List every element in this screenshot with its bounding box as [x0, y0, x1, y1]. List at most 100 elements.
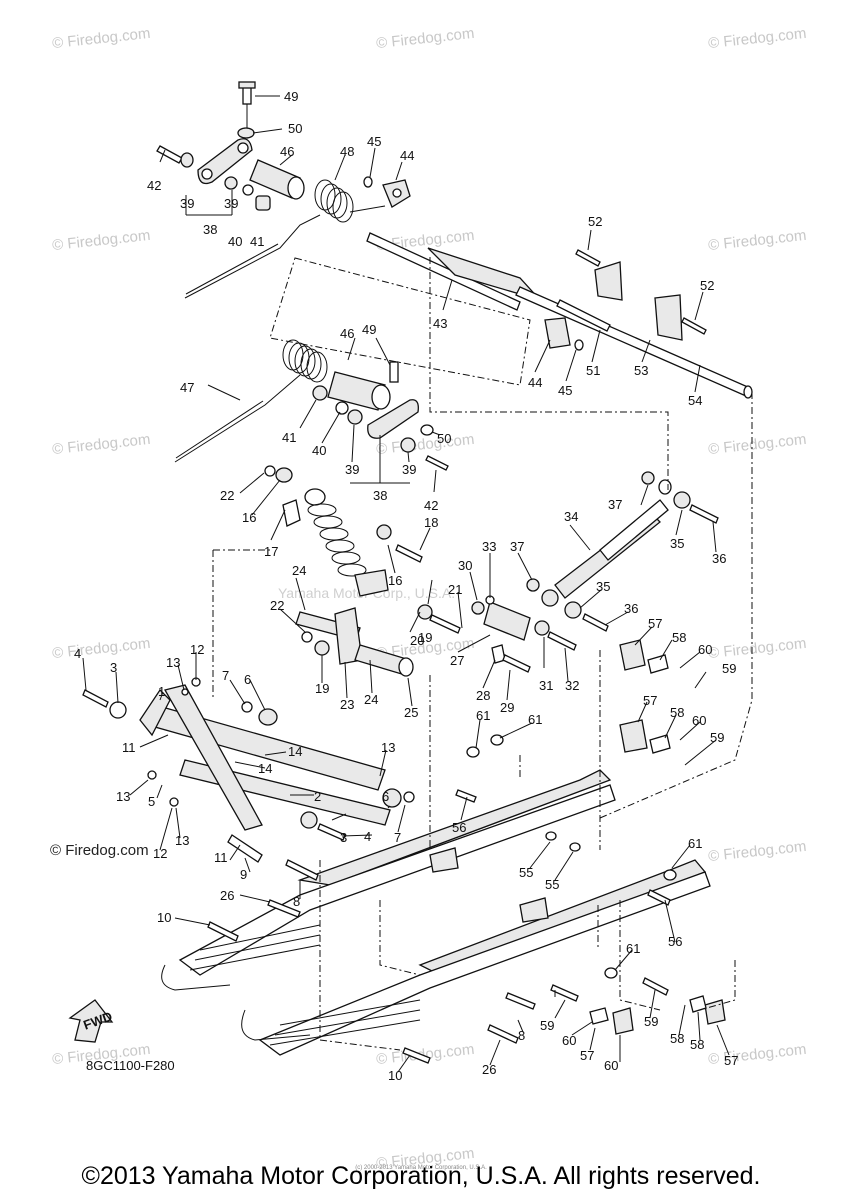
- exploded-parts-drawing: FWD: [68, 81, 753, 1083]
- part-number-label: 60: [604, 1058, 618, 1073]
- part-number-label: 61: [626, 941, 640, 956]
- part-number-label: 54: [688, 393, 702, 408]
- collar-35-upper: [673, 491, 691, 509]
- part-number-label: 1: [158, 684, 165, 699]
- part-number-label: 39: [402, 462, 416, 477]
- washer-40: [242, 184, 254, 196]
- part-number-label: 59: [710, 730, 724, 745]
- collar-41-lower: [312, 385, 328, 401]
- part-number-label: 40: [228, 234, 242, 249]
- part-number-label: 5: [148, 794, 155, 809]
- nut-22-lower: [301, 631, 313, 643]
- part-number-label: 60: [698, 642, 712, 657]
- part-number-label: 53: [634, 363, 648, 378]
- rail-bolts: [207, 734, 677, 1064]
- part-number-label: 41: [282, 430, 296, 445]
- washer-7-lower: [403, 791, 415, 803]
- center-bracket-group: [295, 595, 577, 677]
- part-number-label: 38: [373, 488, 387, 503]
- grease-nipple-13: [181, 688, 189, 696]
- bolt-29: [502, 654, 531, 673]
- part-number-label: 59: [722, 661, 736, 676]
- nut-14: [147, 770, 157, 780]
- part-number-label: 23: [340, 697, 354, 712]
- callout-leaders: [82, 95, 730, 1073]
- firedog-caption: © Firedog.com: [50, 842, 149, 859]
- part-number-label: 39: [224, 196, 238, 211]
- upper-arm-assembly-top: [156, 81, 411, 299]
- part-number-label: 57: [724, 1053, 738, 1068]
- washer-40-lower: [335, 401, 349, 415]
- part-number-label: 57: [580, 1048, 594, 1063]
- part-number-label: 8: [518, 1028, 525, 1043]
- part-number-label: 31: [539, 678, 553, 693]
- part-number-label: 47: [180, 380, 194, 395]
- part-number-label: 12: [190, 642, 204, 657]
- part-number-label: 13: [166, 655, 180, 670]
- part-number-label: 56: [452, 820, 466, 835]
- collar-41: [255, 195, 271, 211]
- part-number-label: 17: [264, 544, 278, 559]
- rear-shock-absorber: [526, 471, 719, 632]
- collar-3-lower: [300, 811, 318, 829]
- bolt-32: [547, 631, 577, 651]
- bolt-36-lower: [582, 613, 609, 632]
- part-number-label: 59: [540, 1018, 554, 1033]
- bolt-36-upper: [689, 504, 719, 524]
- part-number-label: 46: [340, 326, 354, 341]
- part-number-label: 51: [586, 363, 600, 378]
- part-number-label: 35: [596, 579, 610, 594]
- part-number-label: 11: [214, 850, 228, 865]
- bushing-46-lower: [327, 371, 386, 411]
- part-number-label: 32: [565, 678, 579, 693]
- part-number-label: 16: [388, 573, 402, 588]
- fine-print-note: (c) 2000-2013 Yamaha Motor Corporation, …: [355, 1165, 487, 1171]
- part-number-label: 46: [280, 144, 294, 159]
- part-number-label: 60: [562, 1033, 576, 1048]
- washer-45: [363, 176, 373, 188]
- part-number-label: 7: [394, 830, 401, 845]
- nut-37-lower: [526, 578, 540, 592]
- collar-17: [282, 499, 301, 527]
- part-number-label: 19: [418, 630, 432, 645]
- bolt-21: [429, 614, 461, 634]
- part-number-label: 20: [410, 633, 424, 648]
- collar-39: [224, 176, 238, 190]
- part-number-label: 38: [203, 222, 217, 237]
- part-number-label: 42: [147, 178, 161, 193]
- part-number-label: 3: [110, 660, 117, 675]
- slider-57-b: [619, 719, 648, 753]
- drawing-artwork: FWD: [68, 81, 753, 1083]
- torsion-spring-48: [314, 179, 386, 223]
- side-plate-11: [164, 684, 263, 831]
- bolt-4-lower: [317, 823, 346, 841]
- part-number-label: 10: [388, 1068, 402, 1083]
- collar-6: [258, 708, 278, 726]
- front-arm-assembly: [82, 677, 415, 863]
- bracket-44-lower: [544, 317, 571, 349]
- part-number-label: 61: [528, 712, 542, 727]
- part-number-label: 52: [588, 214, 602, 229]
- part-number-label: 58: [670, 705, 684, 720]
- part-number-label: 19: [315, 681, 329, 696]
- spring-assembly-lower: [174, 339, 449, 471]
- part-number-label: 44: [528, 375, 542, 390]
- assembly-leader-lines: [212, 257, 753, 1051]
- part-number-label: 13: [116, 789, 130, 804]
- collar-3: [109, 701, 127, 719]
- slider-58-c: [589, 1007, 609, 1025]
- part-number-label: 59: [644, 1014, 658, 1029]
- slide-rail-left: [161, 769, 616, 991]
- link-27: [483, 601, 531, 641]
- link-9: [227, 834, 263, 863]
- collar-31: [534, 620, 550, 636]
- bolt-42-lower: [425, 455, 449, 471]
- slider-shoes: [589, 639, 726, 1035]
- bolt-18: [395, 544, 423, 563]
- part-number-label: 13: [175, 833, 189, 848]
- part-number-label: 3: [340, 830, 347, 845]
- part-number-label: 33: [482, 539, 496, 554]
- part-number-label: 58: [672, 630, 686, 645]
- nut-12: [169, 797, 179, 807]
